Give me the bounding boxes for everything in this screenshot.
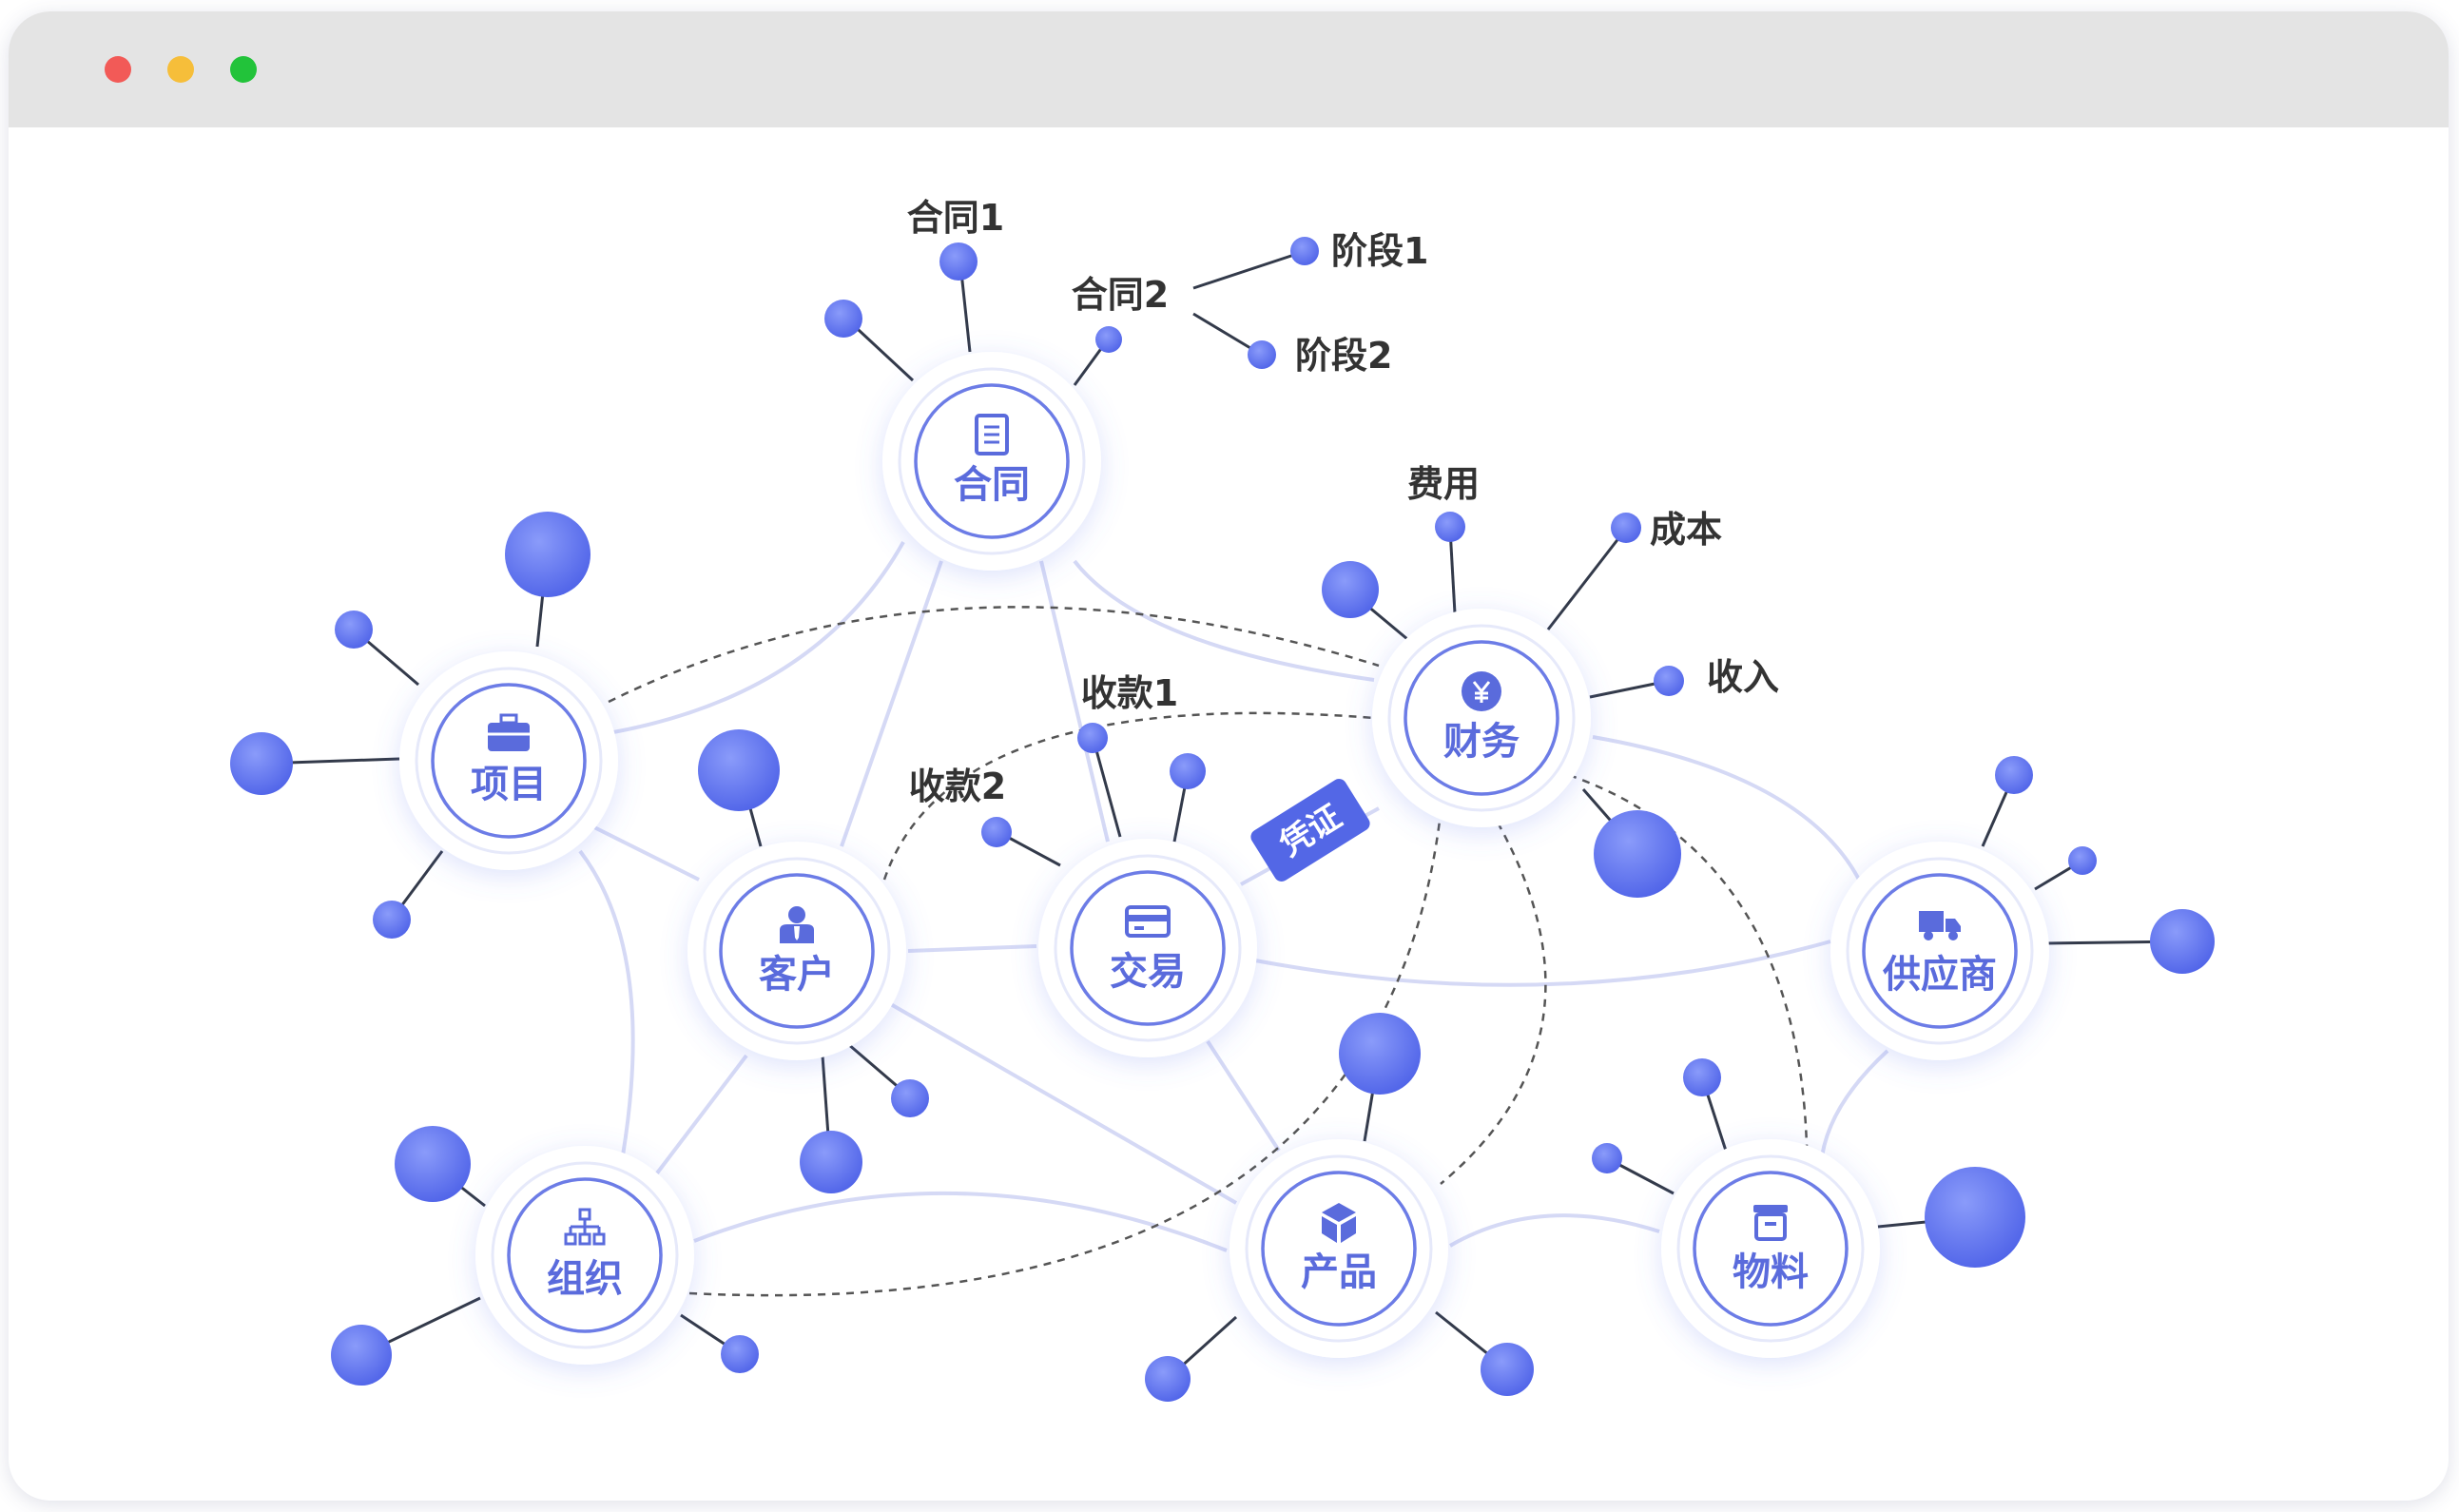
node-label-caiwu: 财务 [1443, 720, 1520, 764]
leaf-ball [373, 901, 411, 939]
cube-icon [1322, 1203, 1356, 1243]
leaf-ball-jieduan2 [1248, 340, 1276, 369]
maximize-dot-icon[interactable] [230, 56, 257, 83]
dashed-caiwu-chanpin [1440, 822, 1547, 1185]
node-label-chanpin: 产品 [1301, 1250, 1377, 1294]
leaf-ball-shoukuan2 [981, 817, 1012, 847]
leaf-label-group: 合同1 合同2 阶段1 阶段2 费用 成本 收入 收款1 收款2 [907, 197, 1779, 807]
dashed-relation-group [608, 606, 1809, 1297]
leaf-ball [800, 1131, 862, 1193]
label-jieduan2: 阶段2 [1295, 335, 1392, 377]
leaf-ball [331, 1325, 392, 1386]
edge-hetong-kehu [840, 560, 943, 847]
edge-xiangmu-kehu [593, 825, 700, 882]
node-gongyingshang[interactable]: 供应商 [1830, 842, 2049, 1060]
label-shoukuan2: 收款2 [909, 766, 1006, 807]
window-titlebar [9, 11, 2449, 127]
leaf-ball-shoukuan1 [1077, 723, 1108, 753]
edge-caiwu-gongyingshang [1592, 735, 1866, 890]
leaf-ball [824, 300, 862, 338]
node-label-zuzhi: 组织 [547, 1257, 623, 1301]
leaf-ball [1145, 1356, 1191, 1402]
document-icon [975, 414, 1009, 456]
briefcase-icon [488, 713, 530, 751]
node-label-hetong: 合同 [954, 463, 1030, 507]
leaf-ball [1995, 756, 2033, 794]
leaf-ball-shouru [1654, 666, 1684, 696]
leaf-ball-group [230, 237, 2215, 1402]
leaf-ball [1322, 561, 1379, 618]
leaf-ball [505, 512, 591, 597]
leaf-ball [1339, 1013, 1421, 1095]
leaf-ball [1594, 810, 1681, 898]
node-wuliao[interactable]: 物料 [1661, 1139, 1880, 1358]
leaf-ball [721, 1335, 759, 1373]
node-caiwu[interactable]: 财务 [1372, 609, 1591, 827]
leaf-ball [2150, 909, 2215, 974]
label-shouru: 收入 [1707, 656, 1779, 698]
node-label-xiangmu: 项目 [471, 763, 547, 806]
edge-kehu-zuzhi [654, 1054, 748, 1176]
label-shoukuan1: 收款1 [1081, 672, 1178, 714]
node-zuzhi[interactable]: 组织 [475, 1146, 694, 1365]
leaf-ball [1925, 1167, 2025, 1268]
box-icon [1753, 1205, 1788, 1241]
edge-zuzhi-chanpin [693, 1191, 1228, 1252]
node-hetong[interactable]: 合同 [882, 352, 1101, 571]
leaf-ball [1170, 753, 1206, 789]
dashed-caiwu-wuliao [1568, 773, 1809, 1147]
user-icon [780, 906, 814, 943]
truck-icon [1919, 911, 1961, 940]
leaf-ball [1481, 1343, 1534, 1396]
label-hetong2: 合同2 [1072, 274, 1169, 316]
leaf-ball-hetong1 [939, 242, 978, 281]
leaf-ball [1095, 326, 1122, 353]
edge-jiaoyi-gongyingshang [1254, 940, 1831, 987]
label-hetong1: 合同1 [907, 197, 1004, 239]
node-jiaoyi[interactable]: 交易 [1038, 839, 1257, 1057]
leaf-ball [891, 1079, 929, 1117]
yen-icon [1462, 671, 1501, 711]
edge-jiaoyi-chanpin [1206, 1039, 1281, 1153]
label-chengben: 成本 [1650, 509, 1722, 551]
edge-kehu-jiaoyi [907, 944, 1037, 953]
node-label-kehu: 客户 [759, 953, 835, 997]
edge-chanpin-wuliao [1448, 1213, 1660, 1248]
label-feiyong: 费用 [1407, 463, 1480, 505]
card-icon [1125, 905, 1171, 938]
leaf-ball [698, 729, 780, 811]
leaf-ball [2068, 846, 2097, 875]
leaf-ball-feiyong [1435, 512, 1465, 542]
node-label-wuliao: 物料 [1733, 1250, 1809, 1294]
edge-hetong-caiwu [1073, 559, 1375, 682]
node-label-gongyingshang: 供应商 [1883, 953, 1997, 997]
dashed-zuzhi-caiwu [688, 812, 1442, 1297]
leaf-ball [335, 611, 373, 649]
edge-kehu-chanpin [888, 1001, 1237, 1205]
leaf-ball-chengben [1611, 513, 1641, 543]
node-chanpin[interactable]: 产品 [1230, 1139, 1448, 1358]
node-label-jiaoyi: 交易 [1110, 950, 1186, 994]
dashed-kehu-caiwu [882, 711, 1375, 881]
hub-node-group: 合同 项目 财务 客户 交易 供应商 组织 产品 物料 [399, 352, 2049, 1365]
edge-xiangmu-hetong [612, 541, 905, 734]
leaf-ball [395, 1126, 471, 1202]
node-xiangmu[interactable]: 项目 [399, 651, 618, 870]
leaf-ball [1592, 1143, 1622, 1173]
leaf-ball [1683, 1058, 1721, 1096]
close-dot-icon[interactable] [105, 56, 131, 83]
node-kehu[interactable]: 客户 [687, 842, 906, 1060]
minimize-dot-icon[interactable] [167, 56, 194, 83]
label-jieduan1: 阶段1 [1331, 230, 1428, 272]
dashed-xiangmu-caiwu [608, 606, 1380, 704]
org-chart-icon [564, 1208, 606, 1246]
edge-gongyingshang-wuliao [1819, 1049, 1889, 1166]
leaf-ball [230, 732, 293, 795]
leaf-ball-jieduan1 [1290, 237, 1319, 265]
edge-xiangmu-zuzhi [578, 849, 635, 1156]
